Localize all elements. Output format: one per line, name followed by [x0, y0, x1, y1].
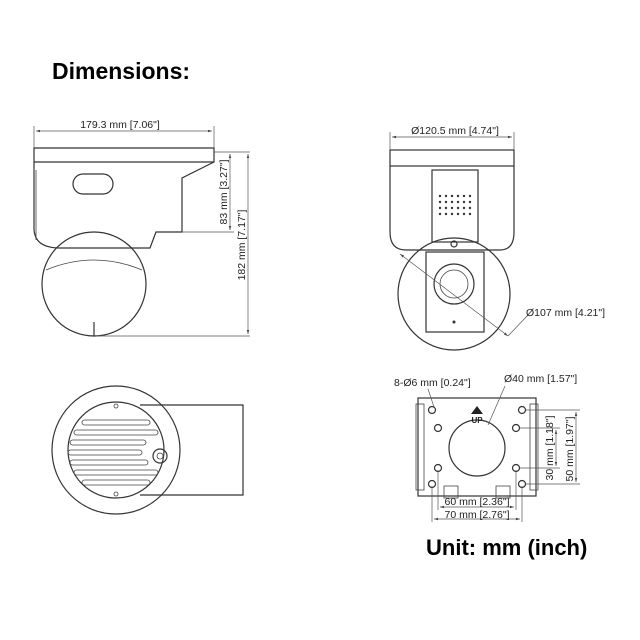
- dimensions-heading: Dimensions:: [52, 58, 191, 84]
- mount-height-outer-label: 50 mm [1.97"]: [564, 416, 576, 481]
- unit-note: Unit: mm (inch): [426, 535, 588, 560]
- mount-height-inner-label: 30 mm [1.18"]: [544, 415, 556, 480]
- mount-width-inner-label: 60 mm [2.36"]: [444, 496, 509, 508]
- mount-center-hole-label: Ø40 mm [1.57"]: [504, 373, 577, 385]
- front-dome-diameter-label: Ø107 mm [4.21"]: [526, 307, 605, 319]
- up-marker: UP: [471, 416, 483, 425]
- front-top-diameter-label: Ø120.5 mm [4.74"]: [411, 125, 499, 137]
- grille-holes: [438, 194, 472, 216]
- mount-holes-label: 8-Ø6 mm [0.24"]: [394, 377, 471, 389]
- side-view-drawing: 179.3 mm [7.06"] 83 mm [3.27"] 182 mm [7…: [33, 119, 250, 337]
- side-total-height-label: 182 mm [7.17"]: [236, 210, 248, 281]
- mount-width-outer-label: 70 mm [2.76"]: [444, 509, 509, 521]
- vent-slots: [67, 419, 159, 486]
- front-view-drawing: Ø120.5 mm [4.74"] Ø107 mm [4.21"]: [389, 125, 605, 351]
- bottom-view-drawing: [51, 385, 244, 515]
- side-upper-height-label: 83 mm [3.27"]: [218, 159, 230, 224]
- mount-plate-drawing: UP 8-Ø6 mm [0.24"] Ø40 mm [1.57"] 60 mm …: [394, 373, 580, 522]
- side-width-label: 179.3 mm [7.06"]: [80, 119, 160, 131]
